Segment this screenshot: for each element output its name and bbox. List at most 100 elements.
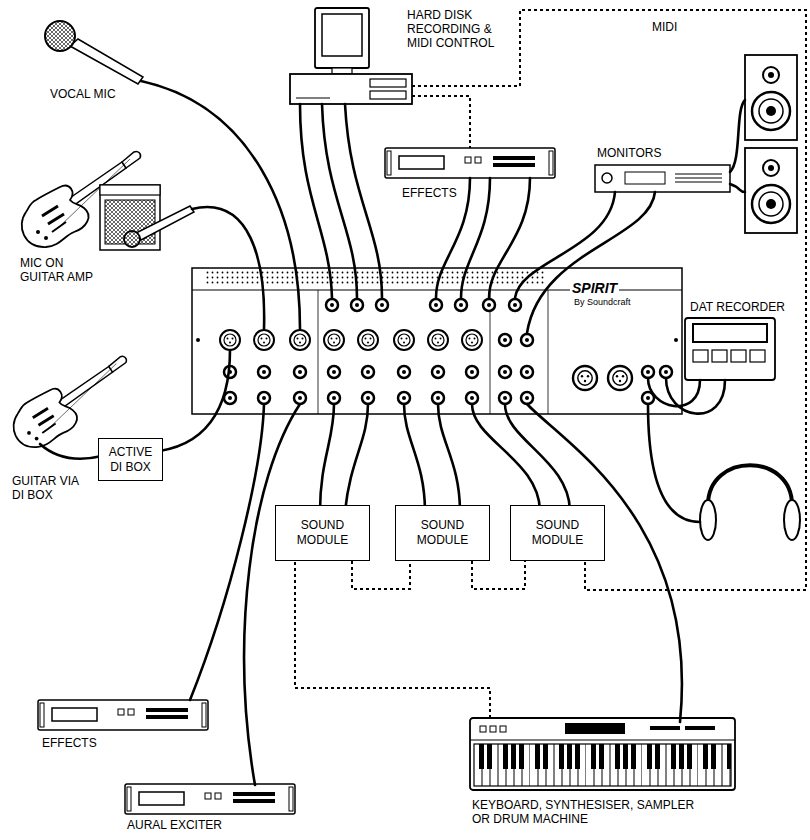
midi-cable-part [412, 10, 806, 590]
mixer-panel-part [466, 392, 478, 404]
box-label: SOUND MODULE [408, 518, 478, 548]
mixer-panel-part [430, 299, 442, 311]
audio-cable-part [300, 104, 332, 298]
mixer-panel-part [642, 366, 654, 378]
text-label: KEYBOARD, SYNTHESISER, SAMPLER OR DRUM M… [470, 798, 699, 826]
audio-cable-part [527, 404, 682, 722]
mixer-panel-part [521, 334, 533, 346]
midi-cable-part [412, 96, 470, 148]
amp-microphone [124, 206, 194, 247]
mixer-panel-part [358, 330, 378, 350]
mixer-panel-part [499, 334, 511, 346]
mixer-panel-part [483, 299, 495, 311]
audio-cable-part [648, 404, 700, 522]
speaker [745, 148, 797, 233]
mixer-panel-part [432, 392, 444, 404]
guitar-on-amp [22, 151, 160, 250]
mixer-panel-part [608, 366, 632, 390]
mixer-panel-part [294, 392, 306, 404]
text-label: SPIRIT [570, 280, 619, 296]
mixer-panel-part [509, 299, 521, 311]
audio-cable-part [527, 192, 655, 333]
effects-unit [385, 148, 555, 178]
vocal-microphone [45, 21, 143, 84]
midi-connector [472, 561, 525, 589]
mixer-panel-part [258, 366, 270, 378]
mixer-panel-part [290, 330, 310, 350]
keyboard-part [480, 726, 486, 732]
headphones-part [784, 500, 800, 540]
dat-recorder-part [731, 350, 746, 362]
mixer-panel-part [294, 366, 306, 378]
mixer-panel-part [674, 338, 678, 342]
speaker-part [745, 148, 797, 233]
mixer-panel-part [351, 299, 363, 311]
keyboard-part [470, 718, 735, 790]
speaker-part [745, 55, 797, 140]
guitar-on-amp-part [100, 185, 160, 195]
dat-recorder-part [693, 324, 767, 342]
mixer-panel-part [521, 392, 533, 404]
keyboard-part [470, 740, 735, 741]
monitor-amplifier-part [675, 174, 722, 182]
device-box: SOUND MODULE [275, 505, 370, 561]
mixer-panel-part [220, 330, 240, 350]
text-label: GUITAR VIA DI BOX [10, 474, 94, 502]
audio-cable-part [438, 404, 460, 512]
computer-part [370, 91, 406, 99]
amp-microphone-part [124, 231, 140, 247]
guitar-di-part [14, 356, 127, 447]
midi-connector [352, 561, 410, 589]
mixer-panel-part [324, 330, 344, 350]
computer-part [315, 8, 369, 68]
audio-cable-part [40, 444, 102, 459]
mixer-panel-part [462, 330, 482, 350]
text-label: AURAL EXCITER [125, 818, 224, 832]
midi-cable [295, 10, 806, 720]
audio-cable [40, 81, 745, 785]
device-box: SOUND MODULE [510, 505, 605, 561]
mixer-panel-part [398, 392, 410, 404]
aural-exciter [125, 784, 295, 814]
effects-unit-part [38, 700, 208, 730]
guitar-on-amp-part [100, 185, 160, 250]
mixer-panel-part [432, 366, 444, 378]
text-label: VOCAL MIC [48, 87, 118, 101]
computer-part [296, 98, 330, 99]
mixer-panel-part [196, 338, 200, 342]
audio-cable-part [345, 404, 368, 512]
text-label: By Soundcraft [572, 297, 633, 308]
device-box: SOUND MODULE [395, 505, 490, 561]
amp-microphone-part [136, 206, 194, 240]
mixer-panel-part [362, 366, 374, 378]
dat-recorder [685, 318, 775, 380]
device-box: ACTIVE DI BOX [98, 438, 163, 481]
box-label: SOUND MODULE [288, 518, 358, 548]
mixer-panel-part [521, 366, 533, 378]
headphones-part [700, 500, 716, 540]
mixer-panel-part [466, 366, 478, 378]
vocal-microphone-part [70, 39, 143, 84]
mixer-panel-part [499, 392, 511, 404]
monitor-amplifier-part [595, 165, 730, 192]
keyboard-part [490, 726, 496, 732]
text-label: MONITORS [595, 146, 663, 160]
computer-part [290, 74, 412, 104]
headphones-part [708, 465, 792, 505]
mixer-panel-part [376, 299, 388, 311]
text-label: HARD DISK RECORDING & MIDI CONTROL [405, 8, 509, 50]
mixer-panel-part [398, 366, 410, 378]
keyboard-part [650, 726, 680, 730]
dat-recorder-part [693, 350, 708, 362]
midi-cable-part [295, 556, 490, 720]
aural-exciter-part [125, 784, 295, 814]
keyboard-part [685, 726, 715, 730]
headphones [700, 465, 800, 540]
mixer-panel-part-part [608, 366, 632, 390]
effects-unit-part [385, 148, 555, 178]
text-label: MIDI [650, 20, 679, 34]
